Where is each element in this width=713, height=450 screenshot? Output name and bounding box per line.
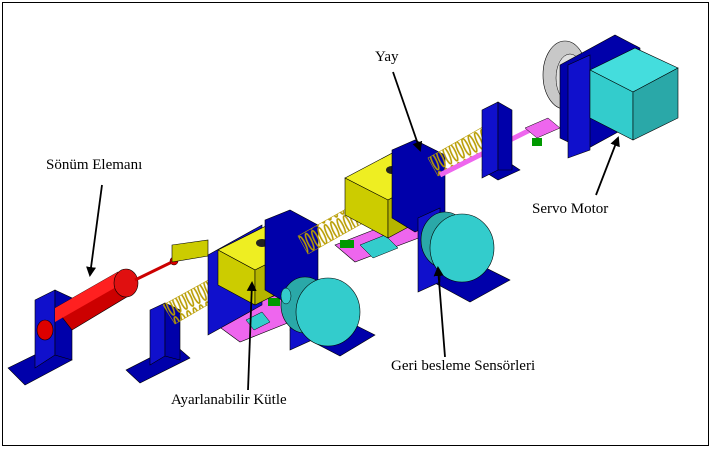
arrow-damper: [86, 184, 103, 277]
label-adjustable-mass: Ayarlanabilir Kütle: [169, 391, 289, 409]
right-support-bracket: [481, 101, 561, 181]
arrow-motor: [595, 136, 620, 196]
feedback-sensor-right: [417, 207, 511, 303]
arrow-spring: [392, 71, 423, 152]
feedback-sensor-left: [280, 276, 376, 357]
label-damper-element: Sönüm Elemanı: [44, 156, 145, 174]
label-servo-motor: Servo Motor: [530, 200, 611, 218]
callout-arrows: [86, 71, 620, 391]
label-spring: Yay: [373, 48, 401, 66]
diagram-border: [2, 2, 709, 446]
arrow-mass: [246, 281, 257, 391]
label-feedback-sensors: Geri besleme Sensörleri: [389, 357, 538, 375]
servo-motor: [542, 34, 679, 159]
arrow-sensor: [433, 266, 446, 358]
mass-cart-right: [334, 139, 446, 263]
damper-element: [36, 256, 179, 341]
